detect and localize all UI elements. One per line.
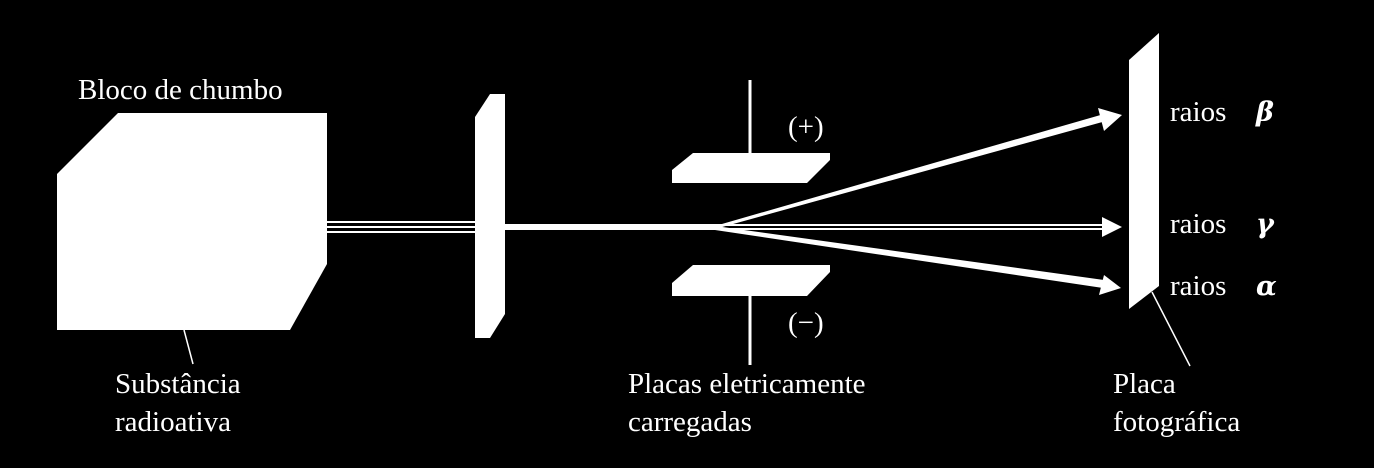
alpha-symbol: α bbox=[1256, 271, 1277, 302]
gamma-ray-label: raios bbox=[1170, 208, 1226, 240]
positive-plate bbox=[672, 153, 830, 183]
alpha-ray-label: raios bbox=[1170, 270, 1226, 302]
photo-plate-label-line2: fotográfica bbox=[1113, 406, 1240, 438]
substance-leader-line bbox=[183, 329, 194, 365]
beam-main bbox=[505, 224, 715, 230]
plates-label-line1: Placas eletricamente bbox=[628, 368, 866, 400]
gamma-symbol: γ bbox=[1256, 209, 1275, 240]
substance-label-line1: Substância bbox=[115, 368, 241, 400]
beta-ray-label: raios bbox=[1170, 96, 1226, 128]
lead-block-label: Bloco de chumbo bbox=[78, 74, 283, 106]
positive-label: (+) bbox=[788, 111, 824, 143]
negative-plate bbox=[672, 265, 830, 296]
alpha-ray bbox=[715, 226, 1104, 288]
negative-label: (−) bbox=[788, 307, 824, 339]
beta-ray bbox=[715, 114, 1106, 229]
photo-plate-leader-line bbox=[1151, 291, 1191, 367]
beta-symbol: β bbox=[1255, 97, 1274, 128]
gamma-arrowhead bbox=[1102, 217, 1122, 237]
gamma-ray bbox=[715, 224, 1106, 230]
beta-arrowhead bbox=[1098, 108, 1122, 131]
collimator-plate bbox=[475, 94, 505, 338]
alpha-arrowhead bbox=[1099, 275, 1121, 295]
beam-source bbox=[327, 221, 476, 233]
substance-label-line2: radioativa bbox=[115, 406, 231, 438]
lead-block bbox=[57, 113, 327, 330]
plates-label-line2: carregadas bbox=[628, 406, 752, 438]
photographic-plate bbox=[1129, 33, 1159, 309]
photo-plate-label-line1: Placa bbox=[1113, 368, 1176, 400]
